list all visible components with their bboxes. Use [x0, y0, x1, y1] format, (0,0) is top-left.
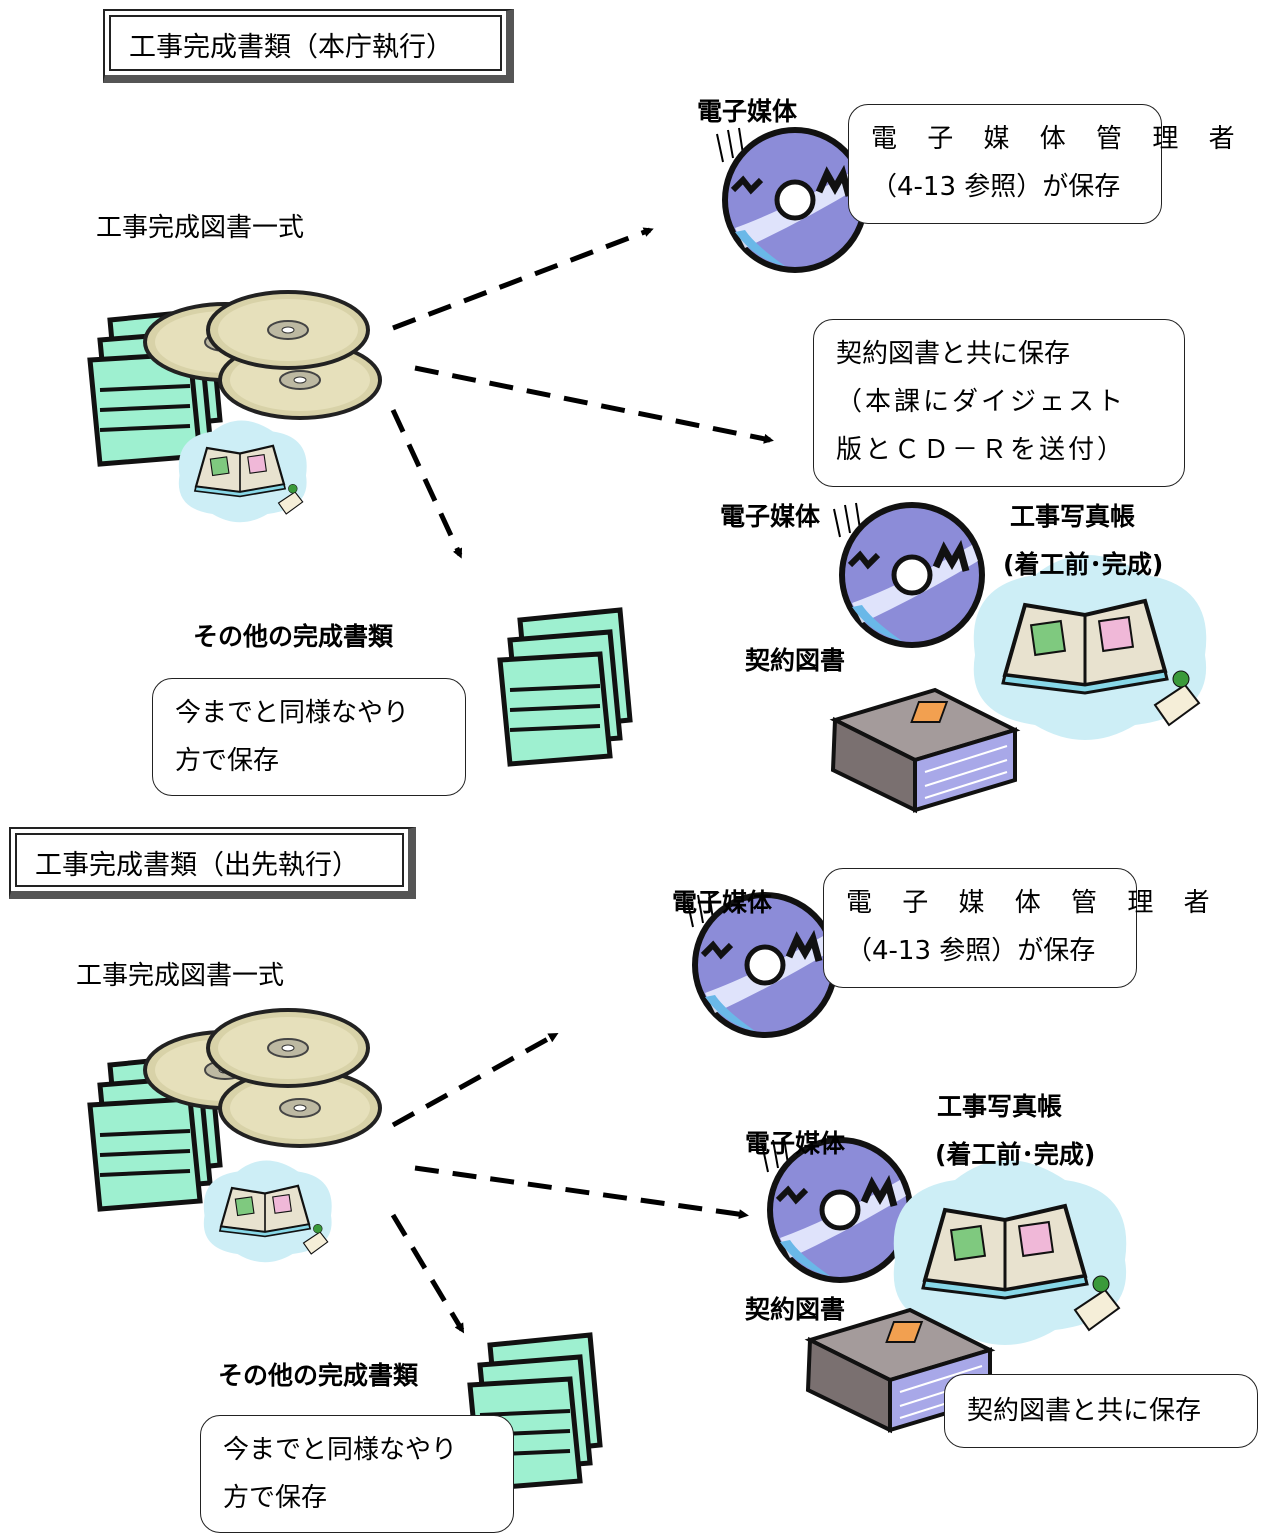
contract-book-icon [831, 688, 1017, 812]
section2-other-note: 今までと同様なやり 方で保存 [200, 1415, 514, 1533]
section2-media-label: 電子媒体 [672, 888, 773, 917]
section1-title: 工事完成書類（本庁執行） [103, 9, 514, 83]
note-line: 契約図書と共に保存 [836, 339, 1071, 369]
note-line: （4-13 参照）が保存 [846, 936, 1096, 966]
note-line: 方で保存 [223, 1483, 328, 1513]
arrow [414, 365, 774, 444]
photo-album-icon [177, 419, 308, 524]
note-line: 電 子 媒 体 管 理 者 [871, 124, 1246, 154]
media-disc-icon [834, 503, 982, 645]
note-line: （本課にダイジェスト [836, 387, 1127, 417]
section1-contract-label: 契約図書 [745, 646, 846, 675]
arrow [414, 1165, 749, 1220]
folder-stack-icon [500, 610, 630, 764]
section1-other-note: 今までと同様なやり 方で保存 [152, 678, 466, 796]
note-line: （4-13 参照）が保存 [871, 172, 1121, 202]
note-line: 電 子 媒 体 管 理 者 [846, 888, 1221, 918]
section1-photo-label: 工事写真帳 [1010, 502, 1136, 531]
section2-title: 工事完成書類（出先執行） [9, 827, 416, 899]
note-line: 契約図書と共に保存 [967, 1396, 1202, 1426]
arrow [390, 1213, 465, 1334]
section2-contract-label: 契約図書 [745, 1295, 846, 1324]
section1-title-text: 工事完成書類（本庁執行） [129, 32, 453, 63]
section1-media-note: 電 子 媒 体 管 理 者 （4-13 参照）が保存 [848, 104, 1246, 224]
section2-photo-label: 工事写真帳 [937, 1092, 1063, 1121]
cd-icon [206, 1008, 370, 1088]
section2-other-label: その他の完成書類 [218, 1361, 419, 1390]
section2-photo-label-sub: (着工前･完成) [935, 1140, 1096, 1169]
section1-contract-note: 契約図書と共に保存 （本課にダイジェスト 版とＣＤ－Ｒを送付） [813, 319, 1185, 487]
arrow [390, 408, 463, 559]
section2-set-label: 工事完成図書一式 [76, 961, 285, 991]
section2-media-note: 電 子 媒 体 管 理 者 （4-13 参照）が保存 [823, 868, 1221, 988]
section2-title-text: 工事完成書類（出先執行） [35, 850, 359, 881]
photo-album-icon [202, 1159, 333, 1264]
note-line: 今までと同様なやり [223, 1435, 458, 1465]
section1-media-label: 電子媒体 [697, 97, 798, 126]
section1-set-label: 工事完成図書一式 [96, 213, 305, 243]
section2-contract-note: 契約図書と共に保存 [944, 1374, 1258, 1448]
note-line: 今までと同様なやり [175, 698, 410, 728]
section2-media-label-2: 電子媒体 [745, 1129, 846, 1158]
section1-media-label-2: 電子媒体 [720, 502, 821, 531]
section1-other-label: その他の完成書類 [193, 622, 394, 651]
media-disc-icon [717, 128, 865, 270]
arrow [392, 227, 654, 331]
photo-album-icon [971, 553, 1209, 742]
section1-photo-label-sub: (着工前･完成) [1003, 550, 1164, 579]
arrow [391, 1032, 559, 1128]
note-line: 版とＣＤ－Ｒを送付） [836, 435, 1127, 465]
note-line: 方で保存 [175, 746, 280, 776]
cd-icon [206, 290, 370, 370]
